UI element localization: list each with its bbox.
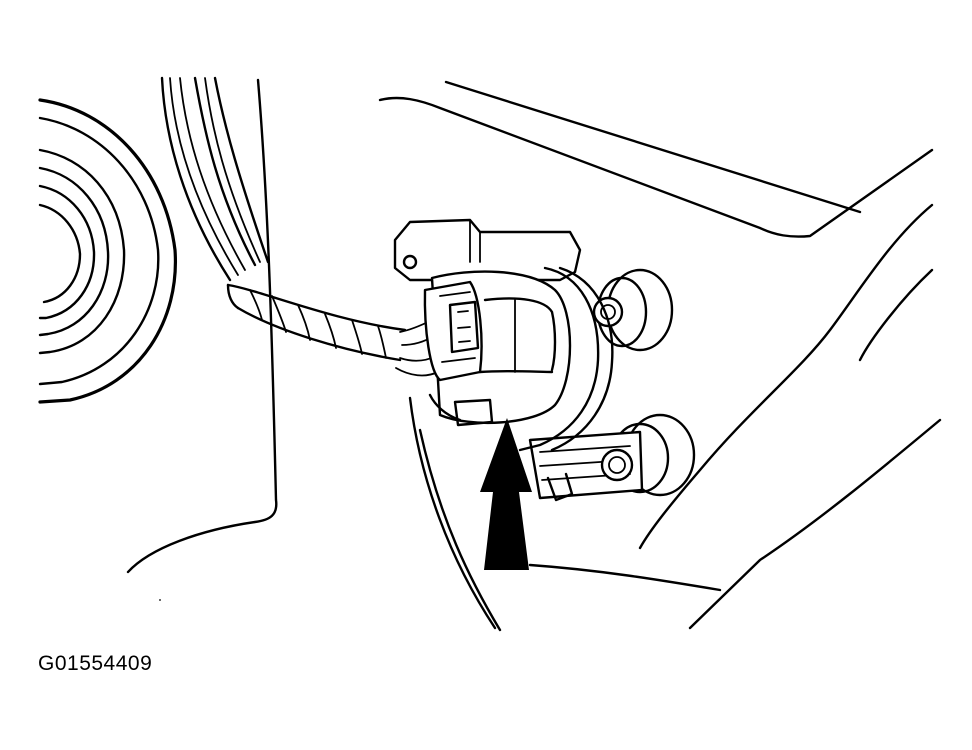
upper-mount-bolt — [592, 268, 674, 352]
arrow-up-icon — [480, 418, 532, 570]
circular-housing — [38, 98, 178, 404]
wiring-harness — [160, 76, 439, 377]
body-panel — [126, 78, 278, 601]
mounting-bracket — [378, 80, 942, 632]
lower-mount-bolt — [528, 413, 696, 502]
figure-code: G01554409 — [38, 652, 153, 675]
electrical-connector — [423, 280, 494, 427]
